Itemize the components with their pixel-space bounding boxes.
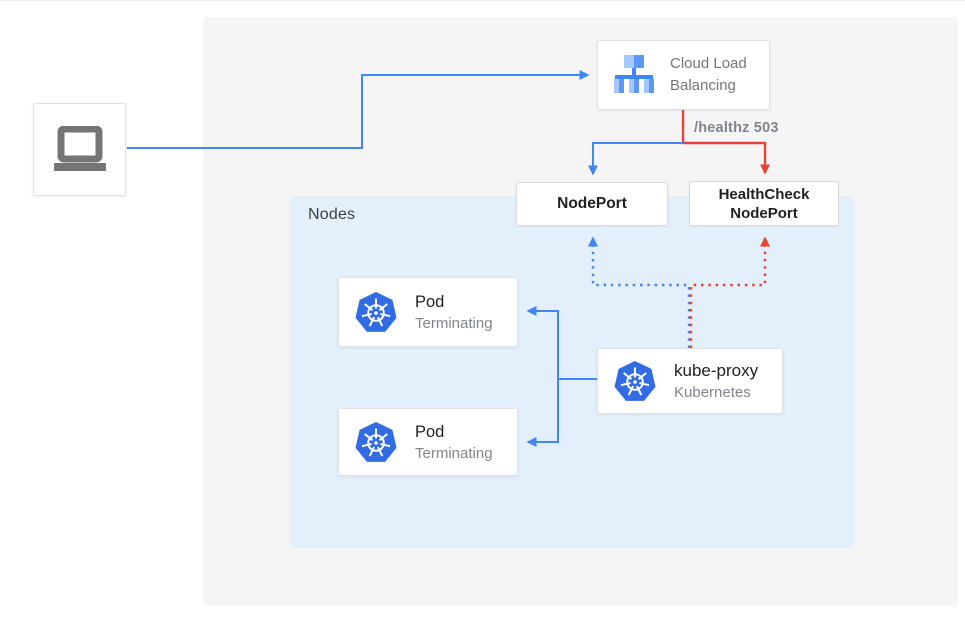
pod-terminating-box-1: Pod Terminating xyxy=(338,277,518,347)
pod-status: Terminating xyxy=(415,444,493,462)
healthz-status-label: /healthz 503 xyxy=(694,120,779,136)
kube-proxy-box: kube-proxy Kubernetes xyxy=(597,348,783,414)
kubernetes-icon xyxy=(614,360,656,401)
kube-proxy-title: kube-proxy xyxy=(674,360,759,380)
healthcheck-label-line2: NodePort xyxy=(730,204,798,222)
kubernetes-icon xyxy=(355,421,397,462)
pod-terminating-box-2: Pod Terminating xyxy=(338,408,518,476)
laptop-icon xyxy=(53,125,106,171)
top-divider xyxy=(0,0,965,1)
cloud-load-balancing-icon xyxy=(614,55,654,93)
client-laptop-box xyxy=(33,103,126,196)
kube-proxy-text: kube-proxy Kubernetes xyxy=(674,360,758,403)
kubernetes-icon xyxy=(355,291,397,332)
pod-title: Pod xyxy=(415,292,445,311)
pod-text: Pod Terminating xyxy=(415,291,493,334)
nodes-label: Nodes xyxy=(308,206,356,223)
healthcheck-nodeport-box: HealthCheck NodePort xyxy=(689,181,839,226)
cloud-load-balancing-box: Cloud Load Balancing xyxy=(597,40,770,110)
pod-text: Pod Terminating xyxy=(415,421,493,464)
nodeport-box: NodePort xyxy=(516,182,668,226)
kube-proxy-subtitle: Kubernetes xyxy=(674,383,751,401)
healthcheck-label-line1: HealthCheck xyxy=(718,185,810,203)
nodeport-label: NodePort xyxy=(557,195,627,212)
pod-title: Pod xyxy=(415,422,445,441)
cloud-load-balancing-label: Cloud Load Balancing xyxy=(670,55,747,94)
pod-status: Terminating xyxy=(415,314,493,332)
